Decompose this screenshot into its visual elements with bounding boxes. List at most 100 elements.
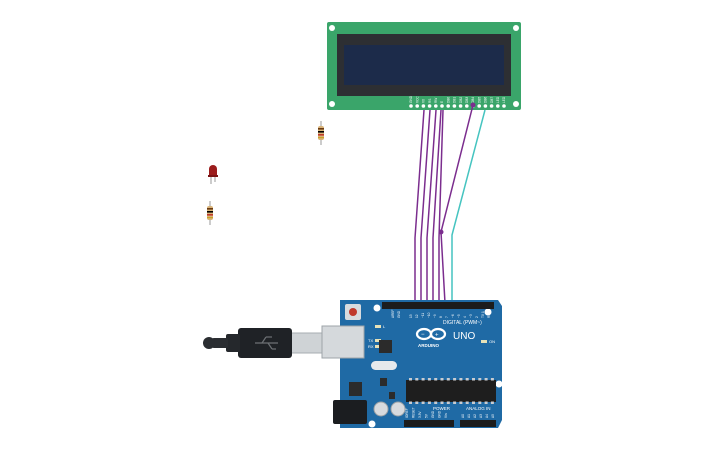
usb-cable[interactable] bbox=[203, 328, 323, 358]
chip-pin bbox=[453, 401, 457, 404]
power-label: POWER bbox=[433, 406, 451, 411]
lcd-pin[interactable] bbox=[483, 104, 488, 108]
lcd-pin-label: DB2 bbox=[459, 97, 463, 103]
digital-pin-label: TX 1 bbox=[481, 311, 485, 318]
lcd-pin[interactable] bbox=[434, 104, 438, 108]
power-pin-label: IOREF bbox=[405, 408, 409, 418]
resistor-left[interactable] bbox=[207, 201, 213, 225]
chip-pin bbox=[484, 378, 488, 381]
lcd-mount-hole-bl bbox=[329, 101, 335, 107]
l-led-label: L bbox=[383, 324, 386, 329]
usb-interface-chip bbox=[379, 340, 392, 353]
board-mount-hole bbox=[484, 308, 492, 316]
chip-pin bbox=[465, 401, 469, 404]
usb-metal-plug bbox=[289, 332, 323, 354]
lcd-pin-label: LED bbox=[496, 96, 500, 103]
wire-db4[interactable] bbox=[426, 109, 437, 303]
lcd-pin-label: E bbox=[440, 101, 444, 103]
logo-minus-icon: − bbox=[421, 332, 425, 338]
lcd-pin[interactable] bbox=[502, 104, 506, 108]
chip-pin bbox=[415, 378, 419, 381]
lcd-pin[interactable] bbox=[458, 104, 463, 108]
lcd-pin-label: DB7 bbox=[490, 97, 494, 103]
analog-header[interactable] bbox=[460, 420, 496, 427]
digital-pin-label: 8 bbox=[439, 316, 443, 318]
icsp-header bbox=[389, 392, 395, 399]
lcd-pin[interactable] bbox=[409, 104, 413, 108]
lcd-pin[interactable] bbox=[427, 104, 432, 108]
red-led[interactable] bbox=[208, 165, 218, 184]
on-led-label: ON bbox=[489, 339, 495, 344]
logo-plus-icon: + bbox=[435, 333, 439, 339]
chip-pin bbox=[453, 378, 457, 381]
power-pin-label: GND bbox=[438, 410, 442, 418]
capacitor bbox=[390, 401, 406, 417]
chip-pin bbox=[434, 401, 438, 404]
analog-pin-label: A4 bbox=[485, 414, 489, 418]
digital-pin-label: RX 0 bbox=[487, 311, 491, 318]
lcd-pin[interactable] bbox=[452, 104, 457, 108]
wires[interactable] bbox=[414, 102, 486, 304]
lcd-mount-hole-tl bbox=[329, 25, 335, 31]
analog-pin-label: A2 bbox=[473, 414, 477, 418]
digital-header[interactable] bbox=[382, 302, 494, 309]
lcd-pin[interactable] bbox=[446, 104, 451, 108]
reset-button-cap[interactable] bbox=[349, 308, 357, 316]
analog-label: ANALOG IN bbox=[466, 406, 491, 411]
board-mount-hole bbox=[495, 380, 503, 388]
on-led bbox=[481, 340, 487, 343]
lcd-pin-label: RW bbox=[434, 98, 438, 103]
wire-teal[interactable] bbox=[451, 109, 486, 303]
chip-pin bbox=[472, 378, 475, 381]
power-pin-label: 3.3V bbox=[418, 411, 422, 418]
lcd-pin[interactable] bbox=[477, 104, 482, 108]
rx-led-label: RX bbox=[368, 344, 374, 349]
resistor-top[interactable] bbox=[318, 121, 324, 145]
chip-pin bbox=[415, 401, 419, 404]
chip-pin bbox=[427, 401, 431, 404]
digital-pin-label: ~11 bbox=[421, 313, 425, 318]
tx-led bbox=[375, 339, 381, 342]
wire-db7[interactable] bbox=[440, 104, 474, 304]
lcd-pin[interactable] bbox=[440, 104, 444, 108]
lcd-pin-label: DB3 bbox=[465, 97, 469, 103]
chip-pin bbox=[440, 378, 444, 381]
digital-pin-label: AREF bbox=[391, 309, 395, 318]
digital-pin-label: ~10 bbox=[427, 312, 431, 318]
wire-endpoint[interactable] bbox=[470, 102, 476, 108]
board-model: UNO bbox=[453, 331, 475, 342]
wire-db6[interactable] bbox=[438, 109, 444, 303]
chip-pin bbox=[459, 401, 463, 404]
chip-pin bbox=[478, 378, 482, 381]
dc-power-jack bbox=[333, 400, 367, 424]
wire-junction[interactable] bbox=[438, 229, 444, 235]
lcd-pin[interactable] bbox=[489, 104, 494, 108]
lcd-pin-label: V0 bbox=[422, 99, 426, 103]
chip-pin bbox=[421, 378, 425, 381]
chip-pin bbox=[409, 378, 412, 381]
wire-rs[interactable] bbox=[414, 109, 425, 303]
power-header[interactable] bbox=[404, 420, 454, 427]
digital-pin-label: 12 bbox=[415, 314, 419, 318]
usb-b-jack bbox=[321, 325, 365, 359]
chip-pin bbox=[440, 401, 444, 404]
lcd-pin-label: DB5 bbox=[477, 97, 481, 103]
chip-pin bbox=[478, 401, 482, 404]
lcd-mount-hole-tr bbox=[513, 25, 519, 31]
wire-e[interactable] bbox=[420, 109, 431, 303]
analog-pin-label: A5 bbox=[491, 414, 495, 418]
atmega328-pins bbox=[409, 378, 494, 404]
lcd-pin[interactable] bbox=[421, 104, 426, 108]
wire-db5[interactable] bbox=[432, 109, 442, 303]
lcd-pin[interactable] bbox=[415, 104, 420, 108]
rx-led bbox=[375, 345, 381, 348]
l-led bbox=[375, 325, 381, 328]
lcd-pin[interactable] bbox=[465, 104, 469, 108]
lcd-mount-hole-br bbox=[513, 101, 519, 107]
lcd-pin[interactable] bbox=[496, 104, 500, 108]
